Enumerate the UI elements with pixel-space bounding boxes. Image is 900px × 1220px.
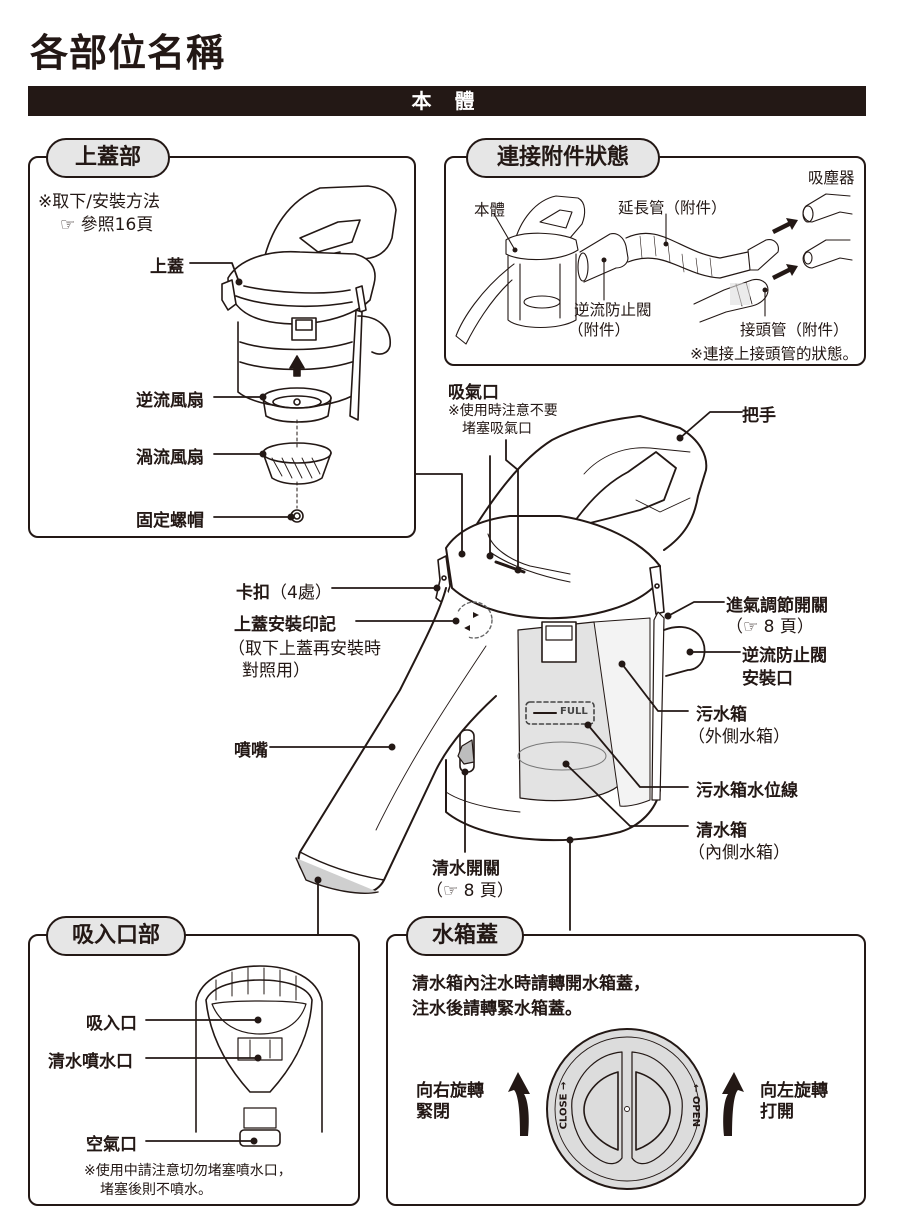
label-clean-switch: 清水開關 — [432, 859, 500, 879]
cap-close-label: CLOSE → — [558, 1081, 570, 1130]
close-instruction-line1: 向右旋轉 — [416, 1081, 484, 1101]
air-intake-note1: ※使用時注意不要 — [448, 403, 558, 419]
cap-instruction-line1: 清水箱內注水時請轉開水箱蓋， — [412, 974, 650, 994]
pointing-hand-icon: ☞ — [443, 881, 459, 901]
intake-switch-ref: （☞ 8 頁） — [726, 617, 814, 637]
lid-mark-note2: 對照用） — [242, 661, 310, 681]
label-valve-port: 逆流防止閥 — [742, 646, 827, 666]
lid-note-ref[interactable]: 參照16頁 — [80, 215, 154, 235]
open-instruction-line1: 向左旋轉 — [760, 1081, 828, 1101]
suction-note2: 堵塞後則不噴水。 — [100, 1182, 212, 1198]
close-instruction-line2: 緊閉 — [416, 1102, 450, 1122]
clean-switch-ref: （☞ 8 頁） — [426, 881, 514, 901]
label-air-port: 空氣口 — [86, 1135, 137, 1155]
page-title: 各部位名稱 — [30, 31, 226, 75]
label-fixing-nut: 固定螺帽 — [136, 511, 204, 531]
label-body: 本體 — [474, 201, 506, 219]
suction-note1: ※使用中請注意切勿堵塞噴水口， — [84, 1163, 292, 1179]
label-handle: 把手 — [742, 406, 776, 426]
label-spray-port: 清水噴水口 — [48, 1052, 133, 1072]
label-water-line: 污水箱水位線 — [696, 781, 798, 801]
section-banner: 本 體 — [28, 86, 866, 116]
lid-mark-note1: （取下上蓋再安裝時 — [228, 639, 381, 659]
label-vacuum: 吸塵器 — [808, 169, 855, 187]
open-instruction-line2: 打開 — [760, 1102, 794, 1122]
dirty-tank-note: （外側水箱） — [688, 727, 790, 747]
label-dirty-tank: 污水箱 — [696, 705, 747, 725]
cap-section-heading: 水箱蓋 — [406, 916, 524, 956]
air-intake-note2: 堵塞吸氣口 — [462, 421, 532, 437]
accessory-note: ※連接上接頭管的狀態。 — [690, 345, 858, 363]
label-backflow-valve: 逆流防止閥 — [574, 301, 652, 319]
lid-note-line1: ※取下/安裝方法 — [38, 192, 160, 212]
label-nozzle: 噴嘴 — [234, 741, 268, 761]
label-intake-switch: 進氣調節開關 — [726, 596, 828, 616]
label-air-intake: 吸氣口 — [448, 383, 499, 403]
label-latch: 卡扣（4處） — [236, 583, 332, 603]
cap-open-label: ← OPEN — [689, 1084, 701, 1127]
label-lid-mark: 上蓋安裝印記 — [234, 615, 336, 635]
label-suction-port: 吸入口 — [86, 1014, 137, 1034]
label-clean-tank: 清水箱 — [696, 821, 747, 841]
lid-note-line2: ☞ 參照16頁 — [60, 210, 153, 235]
accessory-section-heading: 連接附件狀態 — [466, 138, 660, 178]
label-extension-hose: 延長管（附件） — [618, 199, 727, 217]
label-valve-port-line2: 安裝口 — [742, 669, 793, 689]
pointing-hand-icon: ☞ — [743, 617, 759, 637]
label-lid: 上蓋 — [150, 257, 184, 277]
pointing-hand-icon: ☞ — [60, 215, 76, 235]
clean-tank-note: （內側水箱） — [688, 843, 790, 863]
label-adapter: 接頭管（附件） — [740, 321, 849, 339]
suction-section-heading: 吸入口部 — [46, 916, 186, 956]
label-backflow-valve-note: （附件） — [568, 321, 631, 339]
lid-section-heading: 上蓋部 — [46, 138, 170, 178]
full-mark: FULL — [560, 706, 588, 717]
cap-instruction-line2: 注水後請轉緊水箱蓋。 — [412, 999, 582, 1019]
label-vortex-fan: 渦流風扇 — [136, 448, 204, 468]
label-backflow-fan: 逆流風扇 — [136, 391, 204, 411]
